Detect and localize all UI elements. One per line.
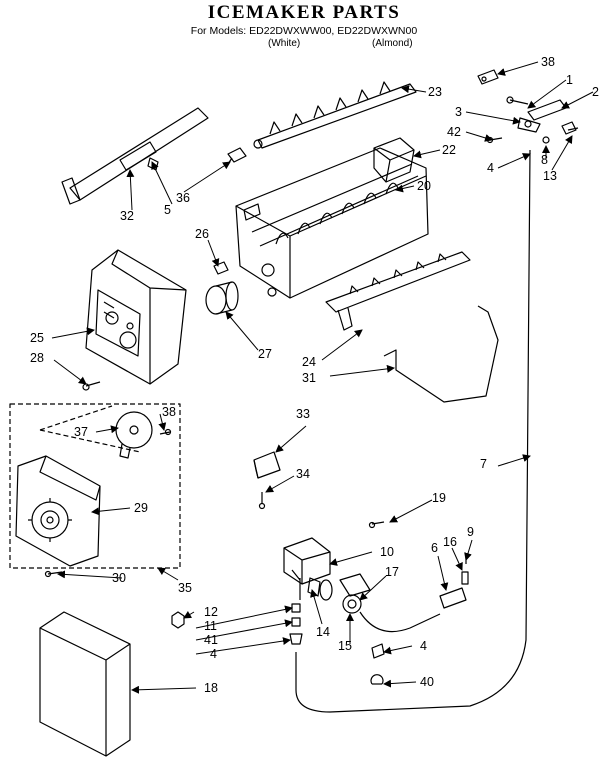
part-24-rake xyxy=(325,251,471,331)
callout-14: 14 xyxy=(316,625,330,639)
part-33-bracket xyxy=(253,451,281,479)
callout-4-lower: 4 xyxy=(210,647,217,661)
callout-labels: 38 1 2 3 42 22 4 8 13 23 20 36 32 5 26 2… xyxy=(30,55,599,695)
variant-white: (White) xyxy=(268,38,301,49)
callout-25: 25 xyxy=(30,331,44,345)
callout-8: 8 xyxy=(541,153,548,167)
callout-41: 41 xyxy=(204,633,218,647)
callout-20: 20 xyxy=(417,179,431,193)
callout-2: 2 xyxy=(592,85,599,99)
callout-32: 32 xyxy=(120,209,134,223)
part-36-clip xyxy=(227,147,247,165)
part-18-cover xyxy=(39,611,131,757)
part-27-motor xyxy=(205,281,239,315)
callout-27: 27 xyxy=(258,347,272,361)
callout-6: 6 xyxy=(431,541,438,555)
callout-34: 34 xyxy=(296,467,310,481)
callout-4-right: 4 xyxy=(420,639,427,653)
part-31-arm xyxy=(383,305,499,403)
page-title: ICEMAKER PARTS xyxy=(207,2,401,23)
part-32-heater xyxy=(61,107,209,205)
callout-19: 19 xyxy=(432,491,446,505)
model-numbers: For Models: ED22DWXWW00, ED22DWXWN00 xyxy=(190,25,418,37)
part-25-housing xyxy=(85,249,187,385)
callout-26: 26 xyxy=(195,227,209,241)
callout-29: 29 xyxy=(134,501,148,515)
part-20-mold xyxy=(235,147,429,299)
part-29-plate xyxy=(15,455,101,567)
callout-11: 11 xyxy=(204,619,217,633)
callout-7: 7 xyxy=(480,457,487,471)
callout-30: 30 xyxy=(112,571,126,585)
callout-24: 24 xyxy=(302,355,316,369)
part-38-screw xyxy=(159,431,171,435)
callout-13: 13 xyxy=(543,169,557,183)
callout-5: 5 xyxy=(164,203,171,217)
callout-1: 1 xyxy=(566,73,573,87)
callout-18: 18 xyxy=(204,681,218,695)
part-21 xyxy=(477,69,499,85)
callout-15: 15 xyxy=(338,639,352,653)
callout-4: 4 xyxy=(487,161,494,175)
leader-lines xyxy=(51,61,594,694)
callout-38: 38 xyxy=(162,405,176,419)
callout-23: 23 xyxy=(428,85,442,99)
part-10-valve xyxy=(283,537,333,601)
part-37-motor xyxy=(115,411,153,459)
callout-21: 38 xyxy=(541,55,555,69)
callout-3: 3 xyxy=(455,105,462,119)
part-35-outline xyxy=(9,403,181,569)
callout-40: 40 xyxy=(420,675,434,689)
callout-16: 16 xyxy=(443,535,457,549)
callout-37: 37 xyxy=(74,425,88,439)
part-40-clamp xyxy=(370,674,384,685)
part-22-cover xyxy=(373,137,415,183)
callout-36: 36 xyxy=(176,191,190,205)
callout-35: 35 xyxy=(178,581,192,595)
callout-10: 10 xyxy=(380,545,394,559)
callout-17: 17 xyxy=(385,565,399,579)
part-23-ejector xyxy=(253,81,417,149)
part-26-clip xyxy=(213,261,229,275)
part-15-17-fittings xyxy=(339,573,441,633)
callout-9: 9 xyxy=(467,525,474,539)
callout-12: 12 xyxy=(204,605,218,619)
callout-22: 22 xyxy=(442,143,456,157)
callout-33: 33 xyxy=(296,407,310,421)
variant-almond: (Almond) xyxy=(372,38,413,49)
callout-42: 42 xyxy=(447,125,461,139)
part-7-tube xyxy=(295,149,531,713)
callout-28: 28 xyxy=(30,351,44,365)
callout-31: 31 xyxy=(302,371,316,385)
